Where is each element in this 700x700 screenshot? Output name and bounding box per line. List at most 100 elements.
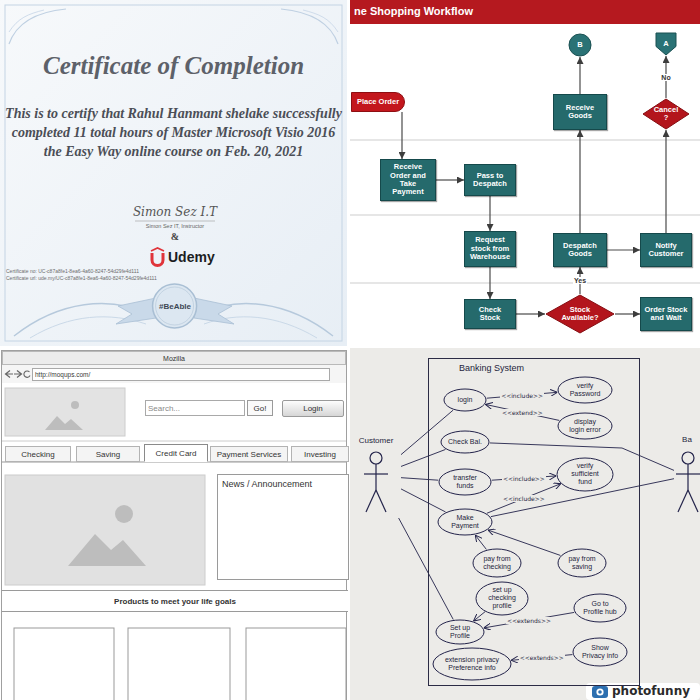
system-boundary: Banking Systemloginverify Passworddispla… xyxy=(428,358,640,686)
use-case-outline xyxy=(573,638,627,666)
address-bar-label: http://moqups.com/ xyxy=(35,371,327,378)
product-card xyxy=(246,628,346,700)
use-case-outline xyxy=(439,469,491,495)
address-bar: http://moqups.com/ xyxy=(32,368,330,381)
edge-label: <<include>> xyxy=(500,392,544,399)
certificate-statement: This is to certify that Rahul Hanmant sh… xyxy=(4,104,343,161)
association-line xyxy=(399,518,454,619)
diamond-fill xyxy=(643,99,689,129)
flow-arrow xyxy=(401,112,402,159)
search-field-label: Search... xyxy=(148,404,242,413)
use-case-ellipse: Check Bal. xyxy=(440,430,490,454)
actor-figure-label: Ba xyxy=(675,435,699,444)
use-case-ellipse-label: set up checking profile xyxy=(484,586,521,609)
camera-lens-inner xyxy=(598,690,602,694)
corner-flourish xyxy=(303,10,338,32)
go-button-label: Go! xyxy=(249,404,271,413)
nav-tab-selected: Credit Card xyxy=(144,444,208,462)
corner-flourish xyxy=(9,9,66,44)
corner-flourish xyxy=(281,9,338,44)
decision-diamond-label: Stock Available? xyxy=(560,306,600,323)
use-case-ellipse-label: verify Password xyxy=(566,382,604,397)
image-icon-sun xyxy=(115,505,133,523)
section-heading-band-label: Products to meet your life goals xyxy=(4,597,346,606)
use-case-outline xyxy=(473,549,521,577)
figure-leg xyxy=(366,490,376,512)
ampersand: & xyxy=(165,231,185,242)
association-line xyxy=(474,612,486,621)
association-line xyxy=(401,449,445,466)
use-case-outline xyxy=(476,582,528,615)
process-box-label: Request stock from Warehouse xyxy=(468,236,512,261)
use-case-ellipse-label: Show Privacy info xyxy=(581,644,619,659)
process-box: Request stock from Warehouse xyxy=(464,231,516,267)
process-box-label: Check Stock xyxy=(468,306,512,323)
figure-body xyxy=(687,464,688,490)
news-panel-label: News / Announcement xyxy=(222,479,344,489)
use-case-ellipse: pay from saving xyxy=(557,548,607,578)
nav-tab: Checking xyxy=(5,446,71,462)
use-case-ellipse: Go to Profile hub xyxy=(573,593,627,623)
use-case-ellipse-label: Set up Profile xyxy=(443,624,477,639)
nav-tab: Payment Services xyxy=(210,446,288,462)
badge-wing xyxy=(194,298,234,324)
flow-arrow xyxy=(436,179,464,180)
process-box: Notify Customer xyxy=(640,233,692,267)
badge-seal-label: #BeAble xyxy=(159,302,192,311)
figure-head xyxy=(682,452,694,464)
use-case-ellipse-label: extension privacy Preference info xyxy=(444,656,500,671)
figure-head xyxy=(370,452,382,464)
use-case-outline xyxy=(444,389,486,411)
image-placeholder xyxy=(5,388,125,436)
signature-line xyxy=(135,221,215,222)
association-line xyxy=(487,392,558,398)
edge-label: <<extends>> xyxy=(506,617,552,624)
search-field: Search... xyxy=(145,400,245,416)
use-case-outline xyxy=(438,509,492,535)
use-case-ellipse-label: pay from checking xyxy=(480,555,514,570)
certificate-ground xyxy=(0,0,347,346)
edge-label: <<include>> xyxy=(502,495,546,502)
nav-tab-selected-label: Credit Card xyxy=(147,449,205,458)
use-case-ellipse: login xyxy=(443,388,487,412)
association-line xyxy=(475,535,486,549)
process-box-label: Despatch Goods xyxy=(557,242,603,259)
decision-diamond: Cancel ? xyxy=(642,98,690,130)
nav-tab-label: Checking xyxy=(8,450,68,459)
nav-tab-label: Investing xyxy=(294,450,346,459)
circle-fill xyxy=(569,34,591,56)
flow-arrow xyxy=(615,313,640,314)
flow-arrow xyxy=(489,267,490,299)
decision-diamond: Stock Available? xyxy=(545,294,615,334)
nav-tab-label: Saving xyxy=(79,450,137,459)
badge-disc xyxy=(153,284,197,328)
process-box: Receive Order and Take Payment xyxy=(380,159,436,201)
section-heading-band: Products to meet your life goals xyxy=(2,590,348,612)
edge-label: Yes xyxy=(573,277,587,284)
actor-outline xyxy=(351,434,401,518)
camera-lens xyxy=(596,688,603,695)
use-case-ellipse: pay from checking xyxy=(472,548,522,578)
image-icon xyxy=(45,416,83,430)
start-terminator: Place Order xyxy=(351,92,405,112)
use-case-outline xyxy=(441,431,489,453)
camera-icon xyxy=(592,686,608,698)
use-case-ellipse: extension privacy Preference info xyxy=(432,647,512,681)
association-line xyxy=(488,530,560,555)
use-case-ellipse: Set up Profile xyxy=(435,619,485,645)
use-case-ellipse: display login error xyxy=(557,412,613,440)
certificate-url: Certificate url: ude.my/UC-c87a8fe1-8ea6… xyxy=(6,275,206,281)
association-line xyxy=(487,484,561,514)
use-case-outline xyxy=(557,458,613,491)
back-arrow xyxy=(6,371,14,378)
use-case-ellipse-label: verify sufficient fund xyxy=(565,462,605,485)
udemy-logo-cap xyxy=(151,248,164,251)
product-card xyxy=(14,628,114,700)
nav-bar xyxy=(2,365,346,383)
process-box-label: Receive Goods xyxy=(557,104,603,121)
figure-body xyxy=(375,464,376,490)
chart-title: ne Shopping Workflow xyxy=(354,5,654,17)
figure-leg xyxy=(376,490,386,512)
actor-figure-label: Customer xyxy=(353,436,399,445)
